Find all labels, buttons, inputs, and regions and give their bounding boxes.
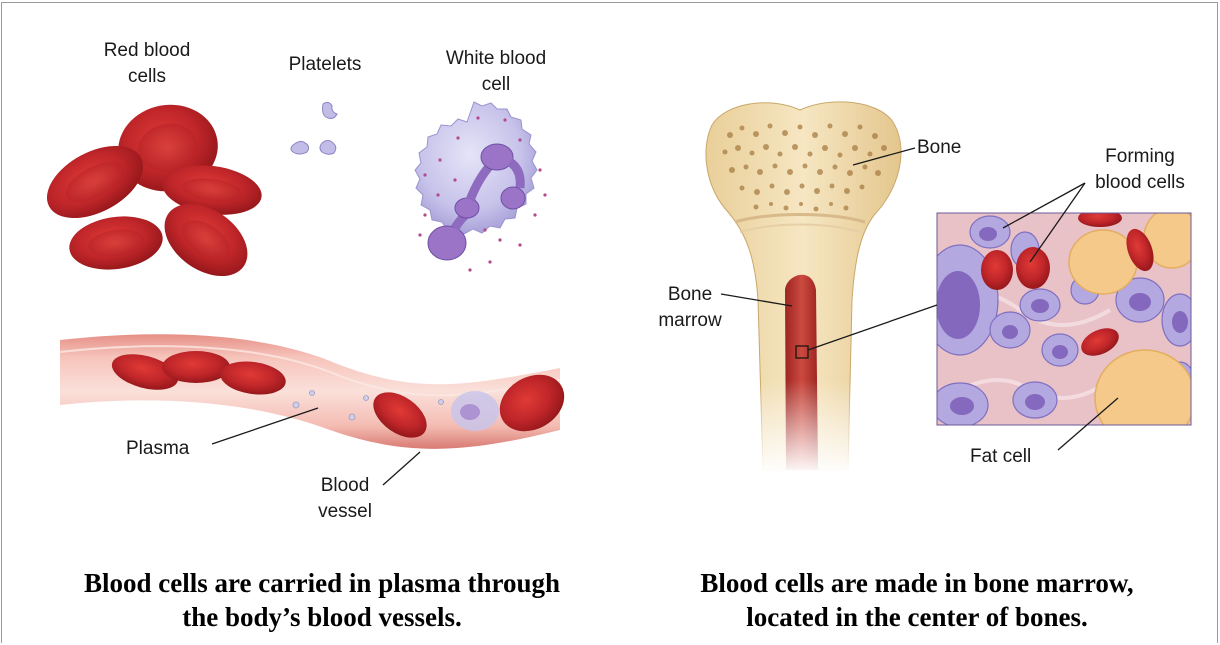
right-caption: Blood cells are made in bone marrow, loc… <box>632 566 1202 634</box>
label-white-blood-cell-line1: White blood <box>446 48 546 69</box>
left-caption-line2: the body’s blood vessels. <box>22 600 622 634</box>
right-caption-line1: Blood cells are made in bone marrow, <box>632 566 1202 600</box>
marrow-tissue-inset <box>922 208 1200 446</box>
left-caption-line1: Blood cells are carried in plasma throug… <box>22 566 622 600</box>
label-blood-vessel-line1: Blood <box>321 475 370 496</box>
label-forming-blood-cells-line2: blood cells <box>1095 172 1185 193</box>
label-red-blood-cells-line2: cells <box>128 66 166 87</box>
label-white-blood-cell-line2: cell <box>482 74 511 95</box>
white-blood-cell <box>415 102 547 272</box>
label-bone-marrow-line2: marrow <box>658 310 722 331</box>
label-plasma: Plasma <box>126 438 190 459</box>
label-blood-vessel-line2: vessel <box>318 501 372 522</box>
red-blood-cells <box>35 97 265 291</box>
platelets <box>291 102 337 154</box>
label-red-blood-cells-line1: Red blood <box>104 40 191 61</box>
label-bone: Bone <box>917 137 961 158</box>
label-platelets: Platelets <box>289 54 362 75</box>
blood-vessel <box>60 334 574 449</box>
label-fat-cell: Fat cell <box>970 446 1031 467</box>
left-caption: Blood cells are carried in plasma throug… <box>22 566 622 634</box>
label-bone-marrow-line1: Bone <box>668 284 712 305</box>
label-forming-blood-cells-line1: Forming <box>1105 146 1175 167</box>
right-caption-line2: located in the center of bones. <box>632 600 1202 634</box>
